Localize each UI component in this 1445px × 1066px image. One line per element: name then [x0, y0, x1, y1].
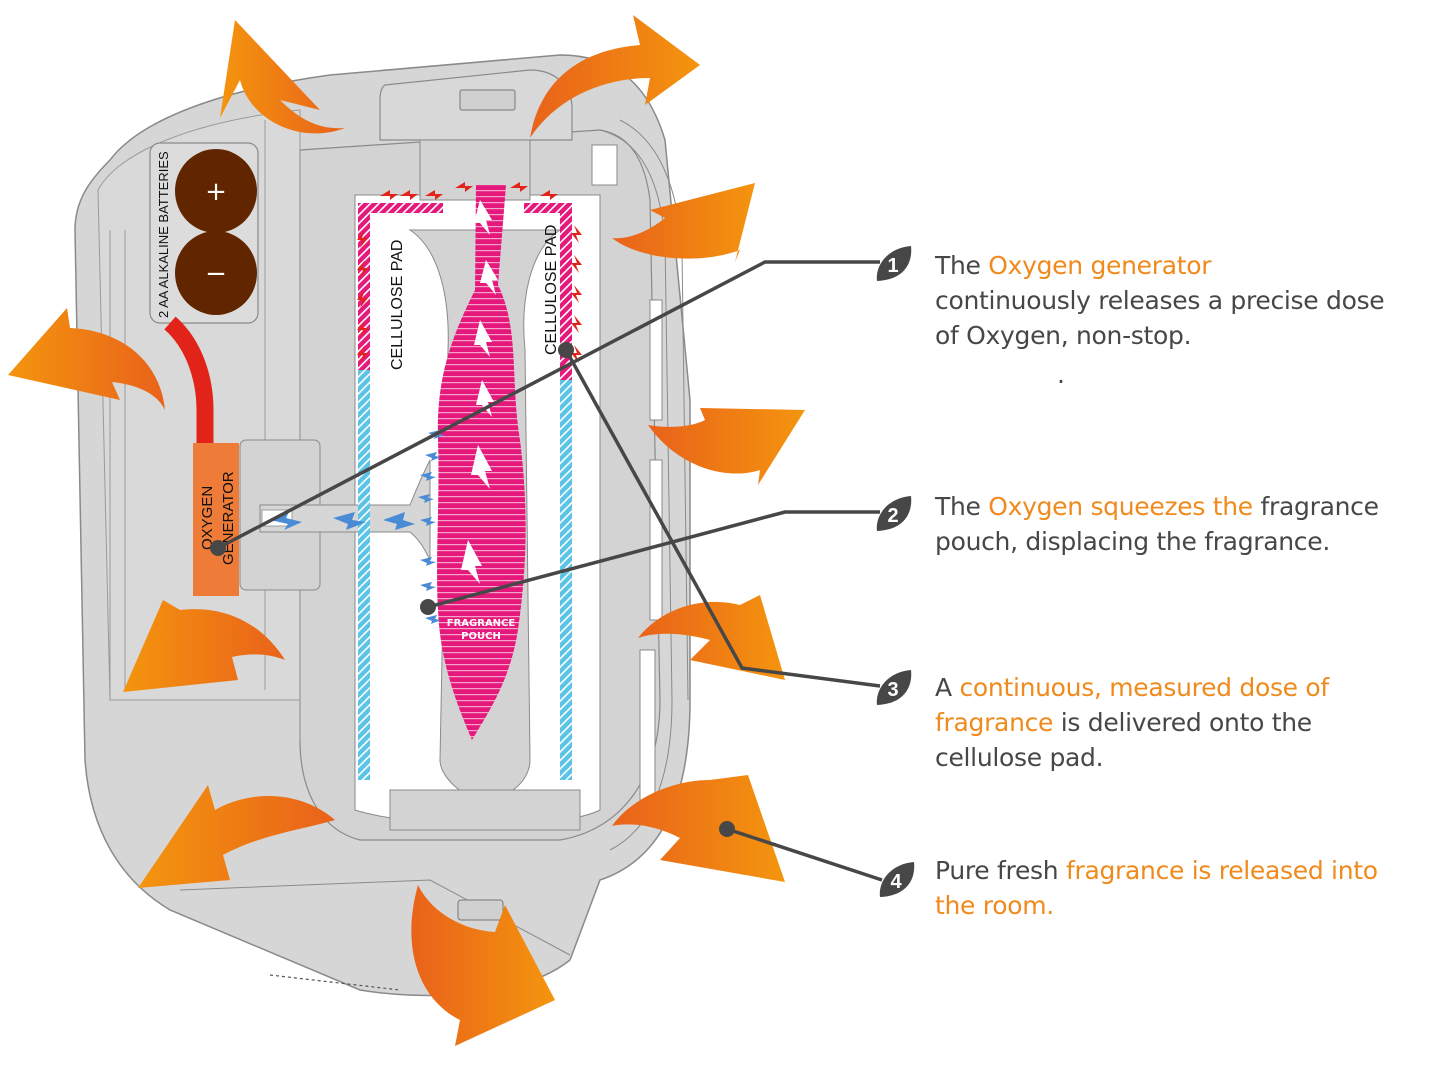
fragrance-pouch-label-line2: POUCH — [461, 631, 501, 642]
cellulose-pad-left-label: CELLULOSE PAD — [389, 240, 406, 370]
step-badge-2: 2 — [876, 496, 912, 531]
airflow-arrow-bottom-left — [138, 785, 335, 888]
step-1-part-0: The — [935, 251, 989, 280]
step-badge-1: 1 — [876, 246, 912, 281]
step-3-part-0: A — [935, 673, 960, 702]
step-4-part-0: Pure fresh — [935, 856, 1066, 885]
airflow-arrow-top-right — [530, 15, 700, 138]
step-text-1: The Oxygen generator continuously releas… — [935, 248, 1405, 353]
step-badge-number: 3 — [887, 679, 898, 701]
step-3-highlight: continuous, measured dose of fragrance — [935, 673, 1329, 737]
step-badge-3: 3 — [876, 670, 912, 705]
oxygen-generator-label-line1: OXYGEN — [199, 486, 216, 550]
airflow-arrow-right-1 — [612, 183, 755, 262]
power-wire — [164, 316, 214, 445]
leader-line-4 — [726, 827, 883, 882]
leader-line-3 — [564, 349, 881, 688]
step-text-2: The Oxygen squeezes the fragrance pouch,… — [935, 489, 1385, 559]
leader-dots — [210, 342, 735, 837]
step-badge-number: 2 — [887, 505, 898, 527]
leader-dot-3 — [558, 342, 574, 358]
step-4-highlight: fragrance is released into the room. — [935, 856, 1378, 920]
airflow-arrow-bottom-right — [612, 775, 785, 882]
step-1-highlight: Oxygen generator — [988, 251, 1212, 280]
oxygen-flow-arrows — [270, 430, 444, 624]
airflow-arrow-left-lower — [123, 600, 285, 692]
step-2-part-0: The — [935, 492, 989, 521]
step-2-part-2: fragrance pouch, displacing the fragranc… — [935, 492, 1379, 556]
leaf-badge-icon — [879, 862, 915, 897]
step-text-3: A continuous, measured dose of fragrance… — [935, 670, 1405, 775]
fragrance-pouch-label-line1: FRAGRANCE — [447, 618, 516, 629]
battery-plus-symbol: + — [205, 177, 227, 207]
leader-dot-2 — [420, 599, 436, 615]
step-2-highlight: Oxygen squeezes the — [988, 492, 1253, 521]
stray-period: . — [1057, 360, 1065, 389]
cellulose-pad-right — [524, 203, 572, 780]
step-text-4: Pure fresh fragrance is released into th… — [935, 853, 1405, 923]
leaf-badge-icon — [876, 246, 912, 281]
leader-line-1 — [217, 260, 880, 550]
airflow-arrows — [8, 15, 805, 1046]
airflow-arrow-left-upper — [8, 308, 165, 410]
airflow-arrow-right-2 — [648, 408, 805, 485]
leader-dot-1 — [210, 540, 226, 556]
battery-positive — [175, 149, 257, 233]
airflow-arrow-top-left — [220, 20, 345, 134]
battery-negative — [175, 231, 257, 315]
step-3-part-2: is delivered onto the cellulose pad. — [935, 708, 1312, 772]
oxygen-generator: OXYGEN GENERATOR — [193, 443, 239, 596]
leaf-badge-icon — [876, 496, 912, 531]
airflow-arrow-bottom — [411, 885, 555, 1046]
cellulose-pad-right-label: CELLULOSE PAD — [543, 225, 560, 355]
fragrance-release-arrows — [357, 182, 582, 363]
leader-dot-4 — [719, 821, 735, 837]
battery-compartment: + − 2 AA ALKALINE BATTERIES — [149, 142, 259, 324]
batteries-label: 2 AA ALKALINE BATTERIES — [156, 151, 171, 318]
leader-lines — [217, 260, 883, 882]
battery-minus-symbol: − — [205, 259, 227, 289]
airflow-arrow-right-3 — [638, 595, 785, 680]
step-badge-number: 1 — [887, 255, 898, 277]
step-badge-4: 4 — [879, 862, 915, 897]
step-badges: 1 2 3 4 — [876, 246, 915, 897]
leaf-badge-icon — [876, 670, 912, 705]
leader-line-2 — [427, 510, 880, 609]
step-badge-number: 4 — [890, 871, 902, 893]
step-1-part-2: continuously releases a precise dose of … — [935, 286, 1385, 350]
